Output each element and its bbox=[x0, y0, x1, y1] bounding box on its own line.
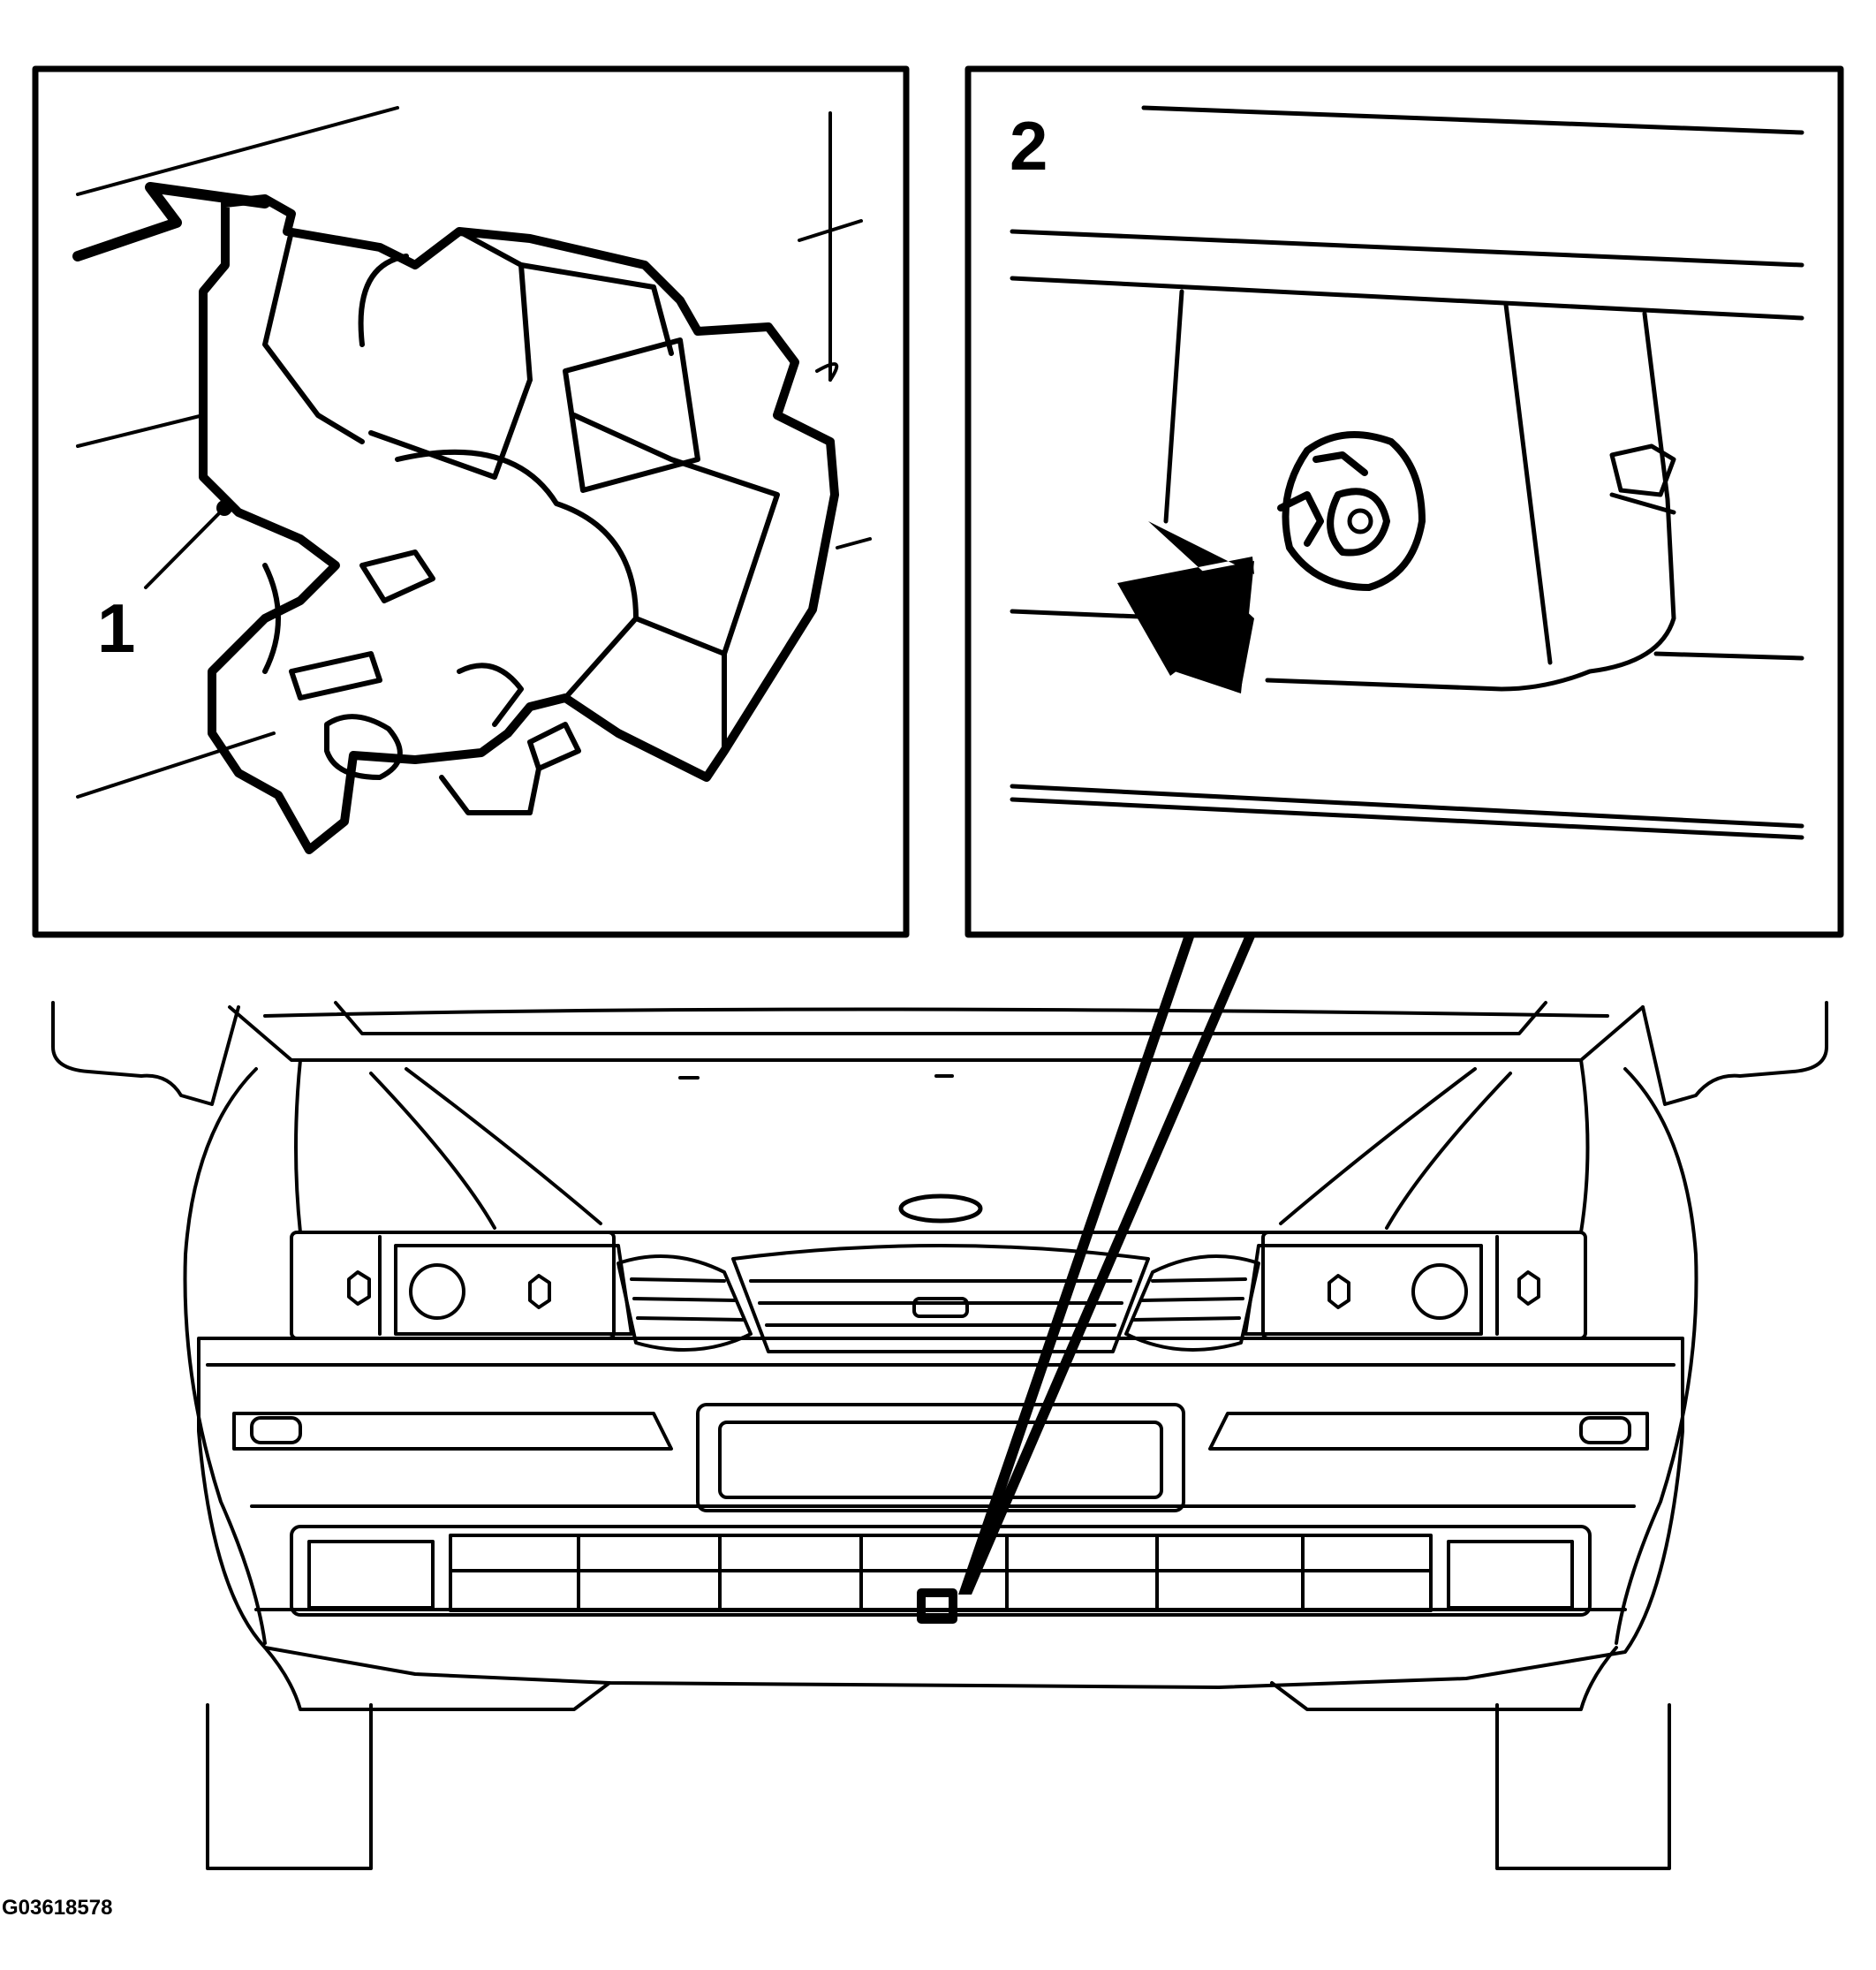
hood-outline bbox=[294, 1058, 1590, 1234]
sensor-location-marker bbox=[917, 1588, 957, 1624]
callout-label-1: 1 bbox=[97, 589, 136, 667]
front-bumper bbox=[197, 1337, 1684, 1689]
left-tire bbox=[206, 1703, 373, 1870]
right-side-grille bbox=[1124, 1254, 1260, 1352]
callout-1-leader bbox=[144, 506, 226, 589]
detail-panel-1 bbox=[32, 65, 910, 938]
panel-2-frame bbox=[964, 65, 1844, 938]
wire-harness bbox=[72, 182, 270, 261]
left-mirror bbox=[51, 1001, 240, 1106]
panel-1-background-lines bbox=[76, 106, 872, 799]
left-side-grille bbox=[617, 1254, 753, 1352]
licence-plate-area bbox=[696, 1403, 1185, 1512]
ambient-sensor bbox=[1277, 431, 1426, 591]
right-tire bbox=[1495, 1703, 1671, 1870]
detail-panel-2 bbox=[964, 65, 1844, 938]
mounting-bracket bbox=[1163, 289, 1676, 692]
panel-2-leader bbox=[958, 935, 1256, 1595]
left-headlamp bbox=[290, 1231, 616, 1340]
panel-2-bumper-lines bbox=[1010, 105, 1804, 840]
callout-label-2: 2 bbox=[1010, 107, 1048, 185]
connector-details bbox=[262, 229, 780, 815]
car-front-view bbox=[51, 1001, 1828, 1870]
figure-id-label: G03618578 bbox=[2, 1896, 113, 1920]
right-mirror bbox=[1641, 1001, 1828, 1106]
panel-1-frame bbox=[32, 65, 910, 938]
centre-grille bbox=[731, 1244, 1150, 1353]
connector-housing bbox=[199, 194, 839, 854]
hood-emblem bbox=[898, 1193, 983, 1224]
